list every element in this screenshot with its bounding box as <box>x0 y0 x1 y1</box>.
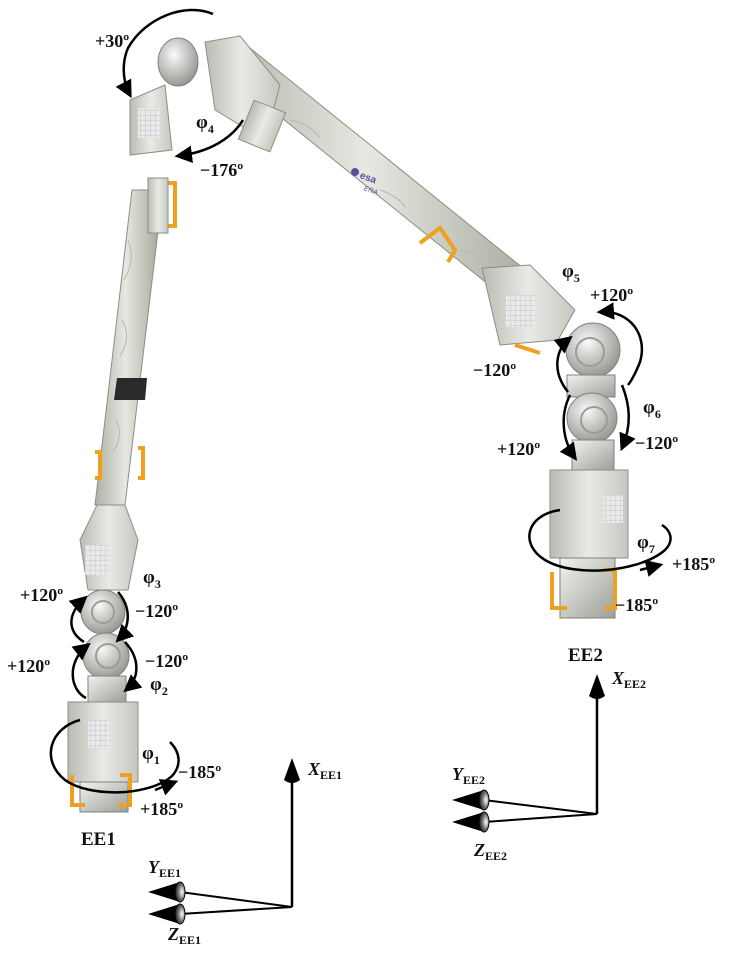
ee1-label: EE1 <box>81 829 116 850</box>
j2-pos-limit: +120º <box>7 656 50 676</box>
ee1-z-label: ZEE1 <box>167 924 201 947</box>
ee2-z-label: ZEE2 <box>473 840 507 863</box>
ee2-y-cone <box>452 789 490 811</box>
joint-6 <box>566 392 618 444</box>
j6-neg-arrow <box>619 384 636 452</box>
ee2-z-cone <box>452 811 490 833</box>
lower-boom <box>94 189 164 506</box>
j4-pos-arrow <box>115 8 214 99</box>
j7-pos-limit: +185º <box>672 554 715 574</box>
j2-neg-limit: −120º <box>145 651 188 671</box>
j4-neg-arrow <box>174 119 245 163</box>
j2-pos-arrow <box>71 642 91 700</box>
phi2-label: φ2 <box>150 674 168 698</box>
angle-limits: +30º −176º +120º −120º +120º −120º +185º… <box>7 31 715 819</box>
j3-pos-limit: +120º <box>20 585 63 605</box>
joint-labels: φ4 φ5 φ6 φ7 φ3 φ2 φ1 <box>142 112 661 767</box>
j6-pos-arrow <box>559 394 578 461</box>
j4-neg-limit: −176º <box>200 160 243 180</box>
joint-3 <box>80 589 126 635</box>
j5-pos-limit: +120º <box>590 285 633 305</box>
j1-neg-limit: −185º <box>178 762 221 782</box>
j6-neg-limit: −120º <box>635 433 678 453</box>
ee2-frame: XEE2 YEE2 ZEE2 <box>452 668 646 863</box>
j7-arrow <box>528 508 672 572</box>
j7-neg-limit: −185º <box>615 595 658 615</box>
joint-2 <box>82 632 130 680</box>
ee1-cylinder <box>79 781 129 813</box>
ee1-y-label: YEE1 <box>148 857 181 880</box>
rotation-arrows <box>49 8 672 796</box>
ee1-z-cone <box>148 903 186 925</box>
j6-pos-limit: +120º <box>497 439 540 459</box>
robot-arm: esa ERA <box>67 35 629 813</box>
j5-pos-arrow <box>596 302 644 386</box>
j5-neg-arrow <box>553 335 573 393</box>
phi6-label: φ6 <box>643 397 661 421</box>
phi3-label: φ3 <box>143 567 161 591</box>
svg-text:ERA: ERA <box>363 185 379 197</box>
phi4-label: φ4 <box>196 112 214 136</box>
ee2-x-arrowhead <box>589 674 605 699</box>
j1-pos-limit: +185º <box>140 799 183 819</box>
ee1-y-cone <box>148 881 186 903</box>
phi5-label: φ5 <box>562 261 580 285</box>
ee1-x-arrowhead <box>284 758 300 783</box>
elbow-joint <box>157 37 199 87</box>
ee2-y-label: YEE2 <box>452 764 485 787</box>
j3-neg-limit: −120º <box>135 601 178 621</box>
j4-pos-limit: +30º <box>95 31 129 51</box>
ee1-x-label: XEE1 <box>307 759 342 782</box>
ee2-x-label: XEE2 <box>611 668 646 691</box>
handle <box>95 446 145 480</box>
phi7-label: φ7 <box>637 532 655 556</box>
j1-arrow <box>49 718 180 794</box>
ee2-label: EE2 <box>568 645 603 666</box>
joint-5 <box>565 322 621 378</box>
phi1-label: φ1 <box>142 743 160 767</box>
j3-pos-arrow <box>68 595 88 644</box>
ee1-frame: XEE1 YEE1 ZEE1 <box>148 758 342 947</box>
j3-neg-arrow <box>115 591 135 643</box>
j5-neg-limit: −120º <box>473 360 516 380</box>
boom-collar <box>114 378 147 400</box>
j2-neg-arrow <box>123 641 143 693</box>
